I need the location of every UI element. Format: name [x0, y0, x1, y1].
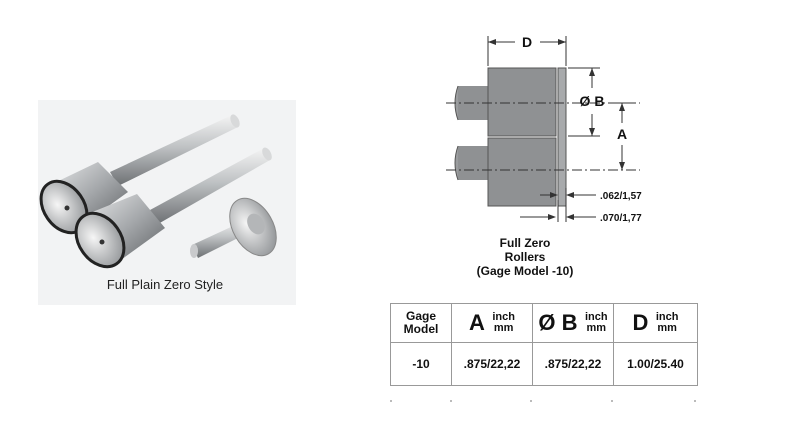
- unit-mm: mm: [493, 322, 514, 334]
- cell-a: .875/22,22: [451, 342, 533, 386]
- header-gage-line1: Gage: [405, 309, 436, 323]
- unit-inch: inch: [584, 311, 608, 323]
- upper-roller: [39, 114, 240, 235]
- header-d-letter: D: [632, 310, 649, 335]
- header-a: A inch mm: [451, 303, 533, 343]
- roller-dimension-drawing: D Ø B A .062/1,57 .070/1,77: [446, 34, 642, 224]
- unit-mm: mm: [586, 322, 607, 334]
- flange-plate: [557, 67, 567, 207]
- header-b-letter: Ø B: [538, 310, 578, 335]
- lower-shaft: [454, 145, 488, 181]
- drawing-caption: Full Zero Rollers (Gage Model -10): [445, 236, 605, 278]
- header-b-units: inch mm: [585, 312, 608, 334]
- header-b: Ø B inch mm: [532, 303, 614, 343]
- photo-caption: Full Plain Zero Style: [106, 277, 224, 292]
- drawing-caption-line: (Gage Model -10): [476, 264, 574, 278]
- header-d-units: inch mm: [656, 312, 679, 334]
- drawing-caption-line: Rollers: [504, 250, 546, 264]
- dimension-b: Ø B: [568, 67, 605, 137]
- drawing-caption-line: Full Zero: [499, 236, 551, 250]
- dim-b-label: Ø B: [580, 93, 605, 109]
- table-trailing-mark: [390, 400, 392, 402]
- dimension-a: A: [610, 102, 632, 170]
- dim-small-2-label: .070/1,77: [600, 213, 642, 224]
- table-trailing-mark: [694, 400, 696, 402]
- unit-mm: mm: [657, 322, 677, 334]
- header-gage-model: Gage Model: [390, 303, 452, 343]
- dimension-flange-offset: .070/1,77: [520, 213, 642, 224]
- table-trailing-mark: [450, 400, 452, 402]
- header-a-letter: A: [469, 310, 485, 335]
- table-row: -10 .875/22,22 .875/22,22 1.00/25.40: [390, 342, 698, 386]
- header-gage-line2: Model: [403, 322, 439, 336]
- cell-b: .875/22,22: [532, 342, 614, 386]
- unit-inch: inch: [655, 311, 679, 323]
- dimension-d: D: [487, 34, 567, 66]
- disc-roller: [190, 197, 277, 258]
- cell-d: 1.00/25.40: [613, 342, 698, 386]
- dim-small-1-label: .062/1,57: [600, 191, 642, 202]
- table-trailing-mark: [530, 400, 532, 402]
- header-d: D inch mm: [613, 303, 698, 343]
- lower-roller-body: [487, 137, 557, 207]
- table-header-row: Gage Model A inch mm Ø B inch mm D: [390, 303, 698, 343]
- dim-d-label: D: [522, 34, 532, 50]
- cell-gage-model: -10: [390, 342, 452, 386]
- unit-inch: inch: [492, 311, 515, 323]
- dim-a-label: A: [617, 126, 627, 142]
- spec-table: Gage Model A inch mm Ø B inch mm D: [390, 303, 698, 386]
- roller-product-photo: [39, 114, 277, 269]
- lower-roller: [74, 147, 272, 269]
- header-a-units: inch mm: [492, 312, 515, 334]
- dimension-flange-thickness: .062/1,57: [540, 188, 642, 222]
- table-trailing-mark: [611, 400, 613, 402]
- upper-roller-body: [487, 67, 557, 137]
